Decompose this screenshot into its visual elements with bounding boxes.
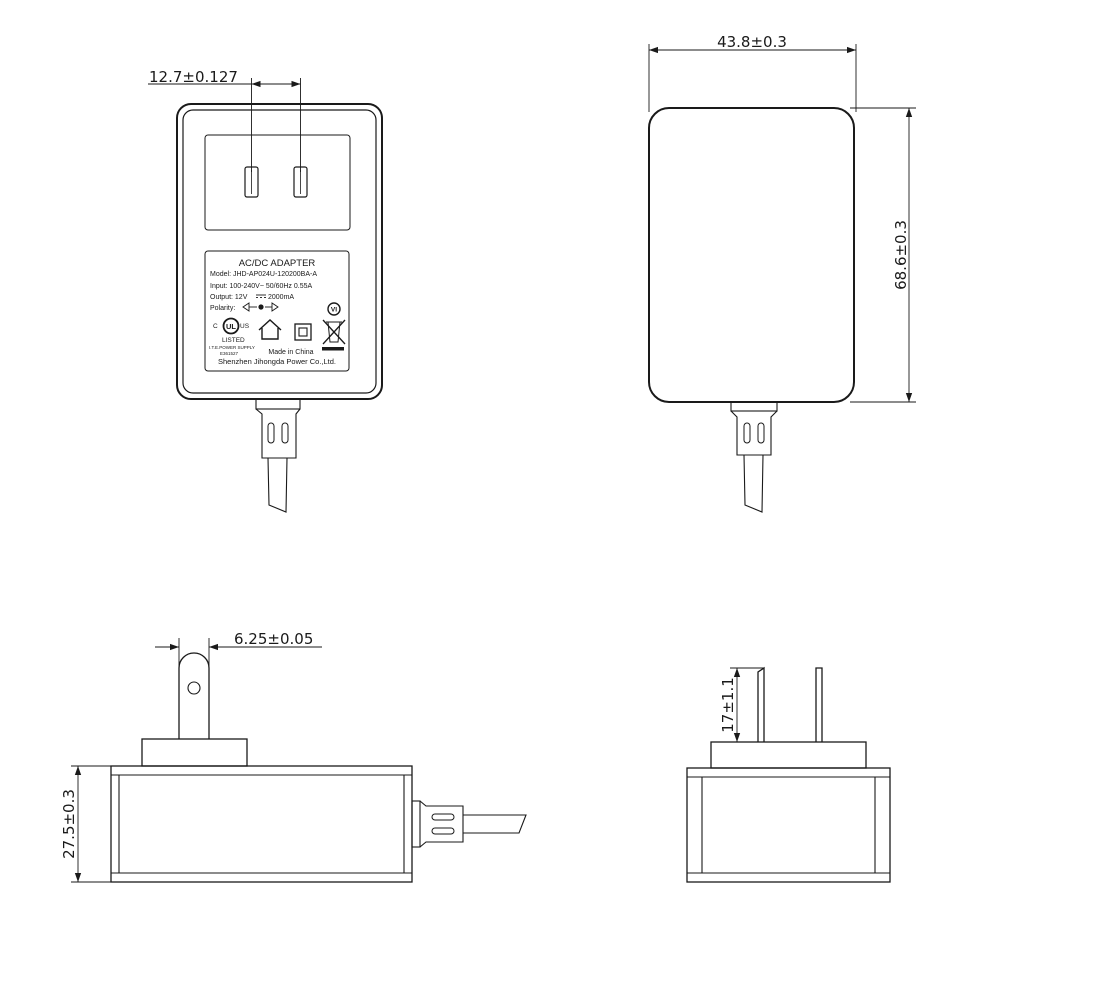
side-pin (178, 652, 210, 739)
label-listed: LISTED (222, 337, 245, 344)
end-pin-base (710, 741, 867, 769)
depth-dimension: 27.5±0.3 (60, 765, 115, 883)
back-body (648, 107, 855, 403)
side-pin-base (141, 738, 248, 767)
label-model: Model: JHD-AP024U-120200BA-A (210, 271, 317, 278)
weee-bin-icon (322, 319, 346, 351)
label-plate (204, 250, 350, 372)
label-output: Output: 12V (210, 294, 248, 301)
vi-efficiency-icon: VI (327, 302, 341, 316)
side-cable (411, 800, 527, 848)
pin-thickness-dimension: 6.25±0.05 (155, 630, 322, 668)
width-value: 43.8±0.3 (717, 33, 787, 51)
svg-text:UL: UL (226, 322, 236, 331)
pin-length-dimension: 17±1.1 (719, 667, 764, 743)
side-body (110, 765, 413, 883)
end-body (686, 767, 891, 883)
front-cable (255, 398, 301, 513)
label-manufacturer: Shenzhen Jihongda Power Co.,Ltd. (218, 357, 336, 366)
polarity-symbol-icon (242, 302, 279, 312)
svg-text:C: C (213, 323, 218, 330)
pin-spacing-dimension: 12.7±0.127 (148, 68, 301, 172)
ul-listed-icon: C UL US (213, 317, 250, 335)
double-insulation-icon (294, 323, 312, 341)
back-cable (730, 401, 778, 513)
width-dimension: 43.8±0.3 (648, 33, 857, 112)
height-dimension: 68.6±0.3 (850, 107, 916, 403)
end-left-pin (757, 666, 765, 742)
side-view: 6.25±0.05 27.5±0.3 (60, 630, 527, 883)
label-polarity: Polarity: (210, 305, 235, 312)
label-output-current: 2000mA (268, 294, 294, 301)
svg-text:VI: VI (331, 307, 337, 314)
back-view: 43.8±0.3 68.6±0.3 (648, 33, 916, 513)
dc-symbol-icon (256, 294, 266, 298)
svg-text:US: US (240, 323, 250, 330)
label-title: AC/DC ADAPTER (239, 258, 316, 269)
height-value: 68.6±0.3 (892, 220, 910, 290)
label-input: Input: 100-240V~ 50/60Hz 0.55A (210, 283, 312, 290)
front-view: AC/DC ADAPTER Model: JHD-AP024U-120200BA… (148, 68, 383, 513)
pin-spacing-value: 12.7±0.127 (149, 68, 238, 86)
end-view: 17±1.1 (686, 666, 891, 883)
indoor-use-house-icon (258, 319, 282, 340)
pin-plate (204, 134, 351, 231)
label-file-no: E361527 (220, 351, 239, 356)
front-body-inner (182, 109, 377, 394)
label-made-in: Made in China (268, 349, 313, 356)
depth-value: 27.5±0.3 (60, 789, 78, 859)
label-ite: I.T.E.POWER SUPPLY (209, 345, 255, 350)
pin-length-value: 17±1.1 (719, 677, 737, 733)
pin-hole (187, 681, 201, 695)
pin-thickness-value: 6.25±0.05 (234, 630, 313, 648)
end-right-pin (815, 667, 823, 742)
